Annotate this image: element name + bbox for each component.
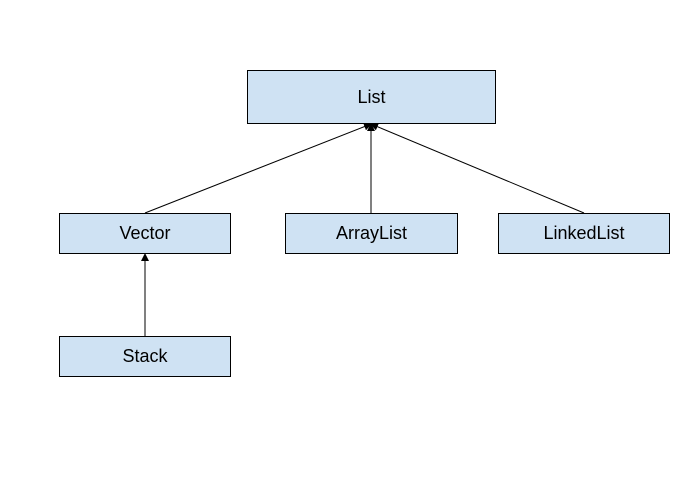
node-label-list: List xyxy=(357,86,386,107)
node-label-vector: Vector xyxy=(119,223,171,243)
node-list: List xyxy=(247,70,496,124)
node-stack: Stack xyxy=(59,336,231,377)
node-label-stack: Stack xyxy=(122,346,168,366)
node-arraylist: ArrayList xyxy=(285,213,458,254)
node-linkedlist: LinkedList xyxy=(498,213,670,254)
node-label-linkedlist: LinkedList xyxy=(543,223,625,243)
node-label-arraylist: ArrayList xyxy=(335,223,407,243)
edge-vector-to-list xyxy=(144,122,372,214)
node-vector: Vector xyxy=(59,213,231,254)
edge-linkedlist-to-list xyxy=(370,123,585,214)
